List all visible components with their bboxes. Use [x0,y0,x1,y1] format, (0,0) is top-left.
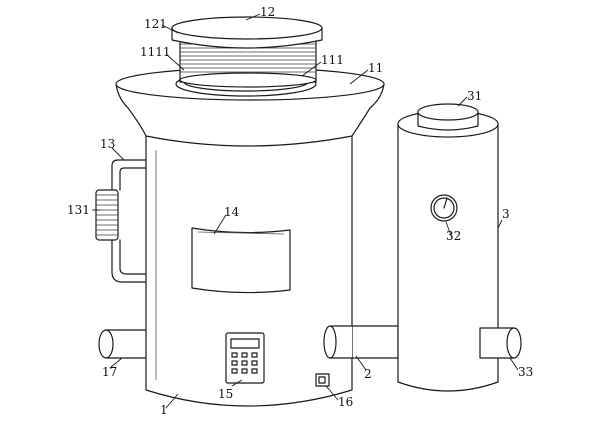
connector-pipe [323,325,399,359]
label-coil: 131 [67,203,90,217]
power-switch [315,373,330,387]
label-thread: 1111 [140,45,171,59]
label-outlet-left: 17 [102,365,117,379]
control-panel [225,332,265,384]
tank-cap [417,103,479,131]
label-pipe-loop: 13 [100,137,115,151]
keypad-buttons [231,352,258,374]
reference-labels: 12 121 1111 111 11 13 131 14 15 16 17 1 … [67,5,533,417]
coil [95,189,119,241]
label-lid: 12 [260,5,275,19]
label-tank: 3 [502,207,510,221]
label-lid-rim: 121 [144,17,167,31]
label-connector: 2 [364,367,372,381]
label-tank-cap: 31 [467,89,482,103]
leader-lines [92,13,519,409]
lid [171,16,323,49]
label-control-panel: 15 [218,387,233,401]
label-switch: 16 [338,395,353,409]
label-gauge: 32 [446,229,461,243]
label-top-cover: 11 [368,61,383,75]
pressure-gauge [430,194,458,222]
label-outlet-right: 33 [518,365,533,379]
outlet-pipe-right [479,327,522,359]
label-window: 14 [224,205,240,219]
label-ring-inner: 111 [321,53,344,67]
viewing-window [191,227,291,294]
outlet-pipe-left [98,329,147,359]
label-main-body: 1 [160,403,168,417]
pipe-loop [111,159,147,283]
